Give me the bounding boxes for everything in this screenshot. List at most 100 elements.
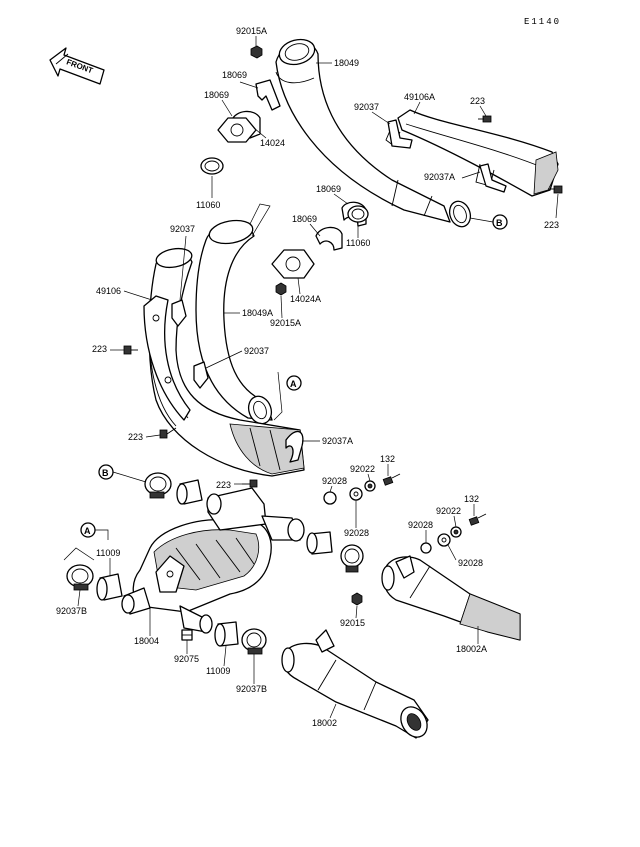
label-92015: 92015: [340, 618, 365, 628]
chamber-18004: [132, 519, 272, 613]
collar-11009-b: [214, 621, 239, 647]
bolt-223-right: [548, 185, 563, 194]
label-92022-a: 92022: [350, 464, 375, 474]
label-92015a-mid: 92015A: [270, 318, 301, 328]
label-18004: 18004: [134, 636, 159, 646]
label-223-bl: 223: [128, 432, 143, 442]
collar-center: [306, 531, 333, 555]
label-18049a: 18049A: [242, 308, 273, 318]
label-92028-b: 92028: [344, 528, 369, 538]
bracket-92037a-mid: [285, 430, 304, 463]
chamber-inlet-pipe-b: [121, 587, 151, 615]
bolt-223-center: [242, 479, 258, 488]
label-132-a: 132: [380, 454, 395, 464]
svg-text:B: B: [102, 468, 109, 478]
label-92075: 92075: [174, 654, 199, 664]
label-18069-d: 18069: [292, 214, 317, 224]
svg-text:A: A: [84, 526, 91, 536]
svg-text:B: B: [496, 218, 503, 228]
label-18049: 18049: [334, 58, 359, 68]
guide-line: [273, 371, 283, 421]
label-18002a: 18002A: [456, 644, 487, 654]
washer-92028-c: [437, 533, 451, 547]
guide-line: [249, 203, 271, 237]
nut-92015a-top: [250, 45, 263, 59]
bolt-223-upper-right: [478, 115, 492, 123]
collar-b-upper: [176, 479, 203, 505]
bolt-132-a: [382, 473, 401, 486]
label-11009-a: 11009: [96, 548, 120, 558]
chamber-inlet-pipe-a: [206, 487, 267, 531]
chamber-outlet-pipe-a: [261, 515, 305, 542]
nut-92015a-mid: [275, 282, 287, 296]
gasket-11060-top: [200, 157, 224, 175]
label-92037-mid: 92037: [244, 346, 269, 356]
label-92022-b: 92022: [436, 506, 461, 516]
label-92028-c: 92028: [408, 520, 433, 530]
label-92015a-top: 92015A: [236, 26, 267, 36]
label-92037b-b: 92037B: [236, 684, 267, 694]
clamp-18069-mid-b: [315, 226, 343, 251]
front-arrow-icon: FRONT: [49, 47, 105, 85]
svg-text:A: A: [290, 379, 297, 389]
label-18069-b: 18069: [204, 90, 229, 100]
bolt-132-b: [468, 513, 487, 526]
label-18069-c: 18069: [316, 184, 341, 194]
ref-b-upper: B: [469, 214, 508, 230]
label-223-tr: 223: [470, 96, 485, 106]
flange-14024a: [271, 249, 315, 279]
label-11060-a: 11060: [196, 200, 220, 210]
label-49106a: 49106A: [404, 92, 435, 102]
label-14024a: 14024A: [290, 294, 321, 304]
bolt-223-left: [123, 345, 138, 355]
collar-11009-a: [96, 573, 123, 601]
label-92037-l: 92037: [170, 224, 195, 234]
washer-92028-d: [420, 542, 432, 554]
bracket-92037a-top: [479, 163, 507, 193]
label-92037b-a: 92037B: [56, 606, 87, 616]
washer-92028-b: [323, 491, 337, 505]
label-223-l: 223: [92, 344, 107, 354]
label-11060-b: 11060: [346, 238, 370, 248]
label-92028-d: 92028: [458, 558, 483, 568]
ref-a-upper: A: [286, 375, 302, 391]
ref-b-lower: B: [98, 464, 147, 483]
label-11009-b: 11009: [206, 666, 230, 676]
gasket-11060-mid: [347, 205, 369, 223]
label-92037a-mid: 92037A: [322, 436, 353, 446]
heat-guard-49106a: [385, 109, 559, 197]
clamp-b-upper: [144, 472, 172, 499]
clamp-92037b-a: [66, 564, 94, 591]
bracket-92037-top: [387, 119, 413, 149]
grommet-92075: [181, 629, 193, 641]
label-223-r: 223: [544, 220, 559, 230]
bracket-92037-left: [171, 299, 187, 327]
washer-92022-a: [364, 480, 376, 492]
label-132-b: 132: [464, 494, 479, 504]
label-18069-a: 18069: [222, 70, 247, 80]
washer-92022-b: [450, 526, 462, 538]
label-49106: 49106: [96, 286, 121, 296]
washer-92028-a: [349, 487, 363, 501]
header-pipe-18049: [275, 38, 472, 228]
silencer-18002a: [381, 555, 521, 641]
ref-a-lower: A: [63, 522, 109, 561]
bolt-223-bottom-left: [159, 427, 177, 439]
chamber-outlet-pipe-b: [179, 605, 213, 634]
label-223-c: 223: [216, 480, 231, 490]
label-14024: 14024: [260, 138, 285, 148]
label-18002: 18002: [312, 718, 337, 728]
label-92037a-top: 92037A: [424, 172, 455, 182]
clamp-center: [340, 544, 364, 573]
diagram-code: E1140: [524, 17, 561, 27]
label-92037-top: 92037: [354, 102, 379, 112]
nut-92015: [351, 592, 363, 606]
header-pipe-18049a: [195, 219, 273, 425]
bracket-92037-mid: [193, 361, 209, 389]
silencer-18002: [281, 629, 429, 739]
heat-guard-49106: [143, 295, 191, 421]
clamp-92037b-b: [241, 628, 267, 655]
label-92028-a: 92028: [322, 476, 347, 486]
clamp-18069-top: [255, 79, 281, 111]
